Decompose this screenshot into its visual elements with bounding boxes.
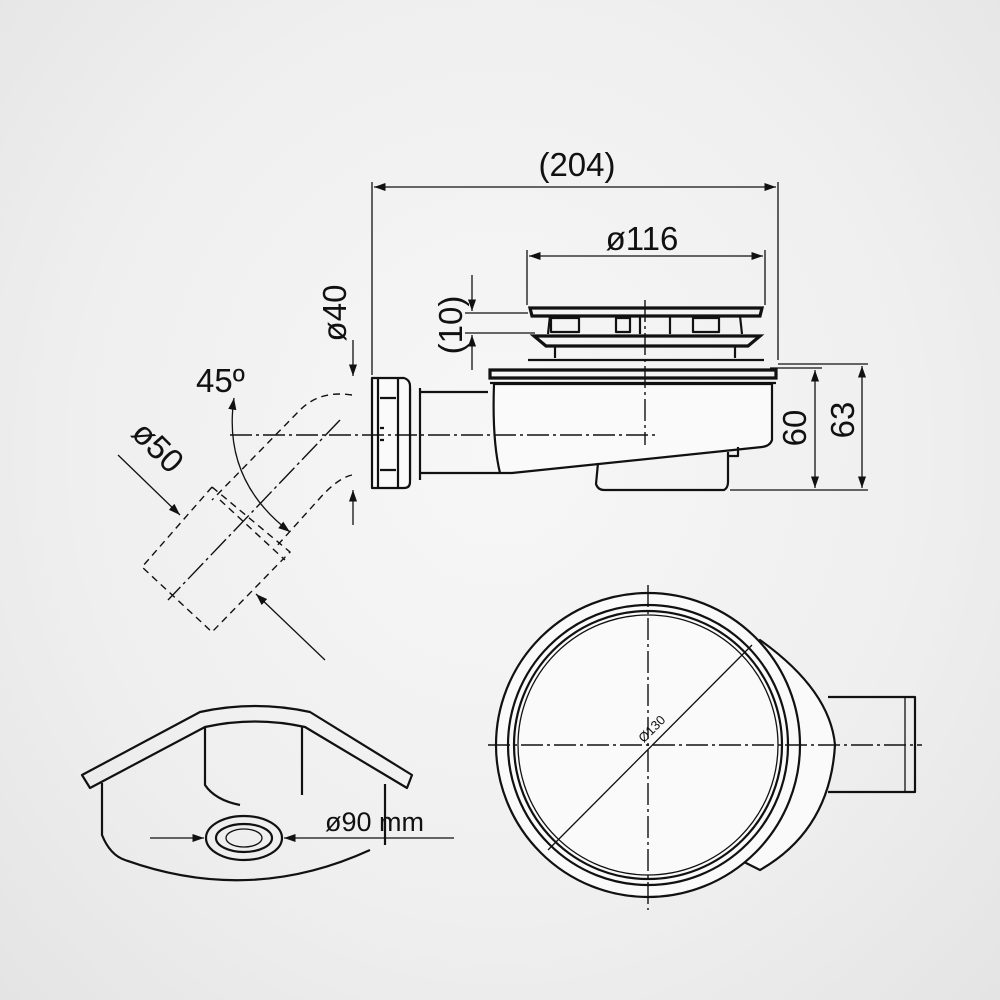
installation-view: ø90 mm [80,704,454,882]
dimension-label-60: 60 [776,410,813,447]
dimension-label-grate-height: (10) [432,296,469,355]
dimension-label-hole: ø90 mm [325,807,424,837]
dimension-label-grate: ø116 [606,220,679,257]
dimension-label-elbow: ø50 [125,414,191,480]
top-view: Ø130 [488,585,922,910]
dimension-label-63: 63 [824,402,861,439]
dimension-label-overall: (204) [538,146,615,183]
side-view: (204) ø116 (10) [117,146,868,661]
dimension-label-outlet: ø40 [316,285,353,342]
dimension-label-angle: 45º [196,362,245,399]
